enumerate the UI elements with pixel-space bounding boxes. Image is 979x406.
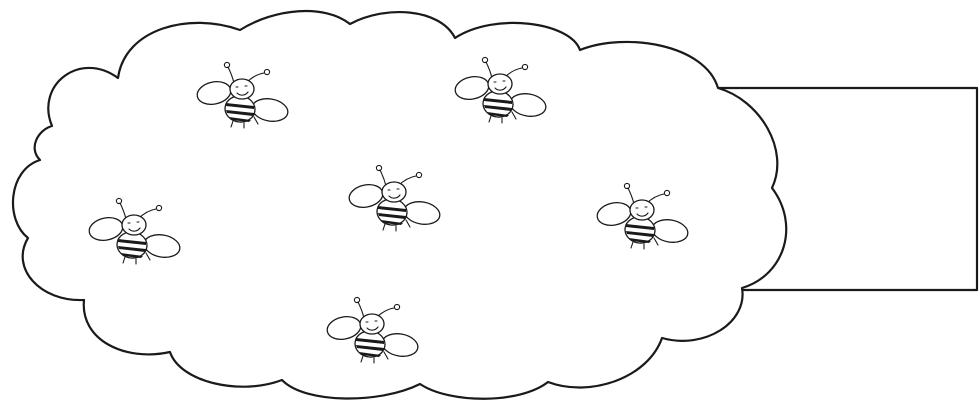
diagram-canvas	[0, 0, 979, 406]
